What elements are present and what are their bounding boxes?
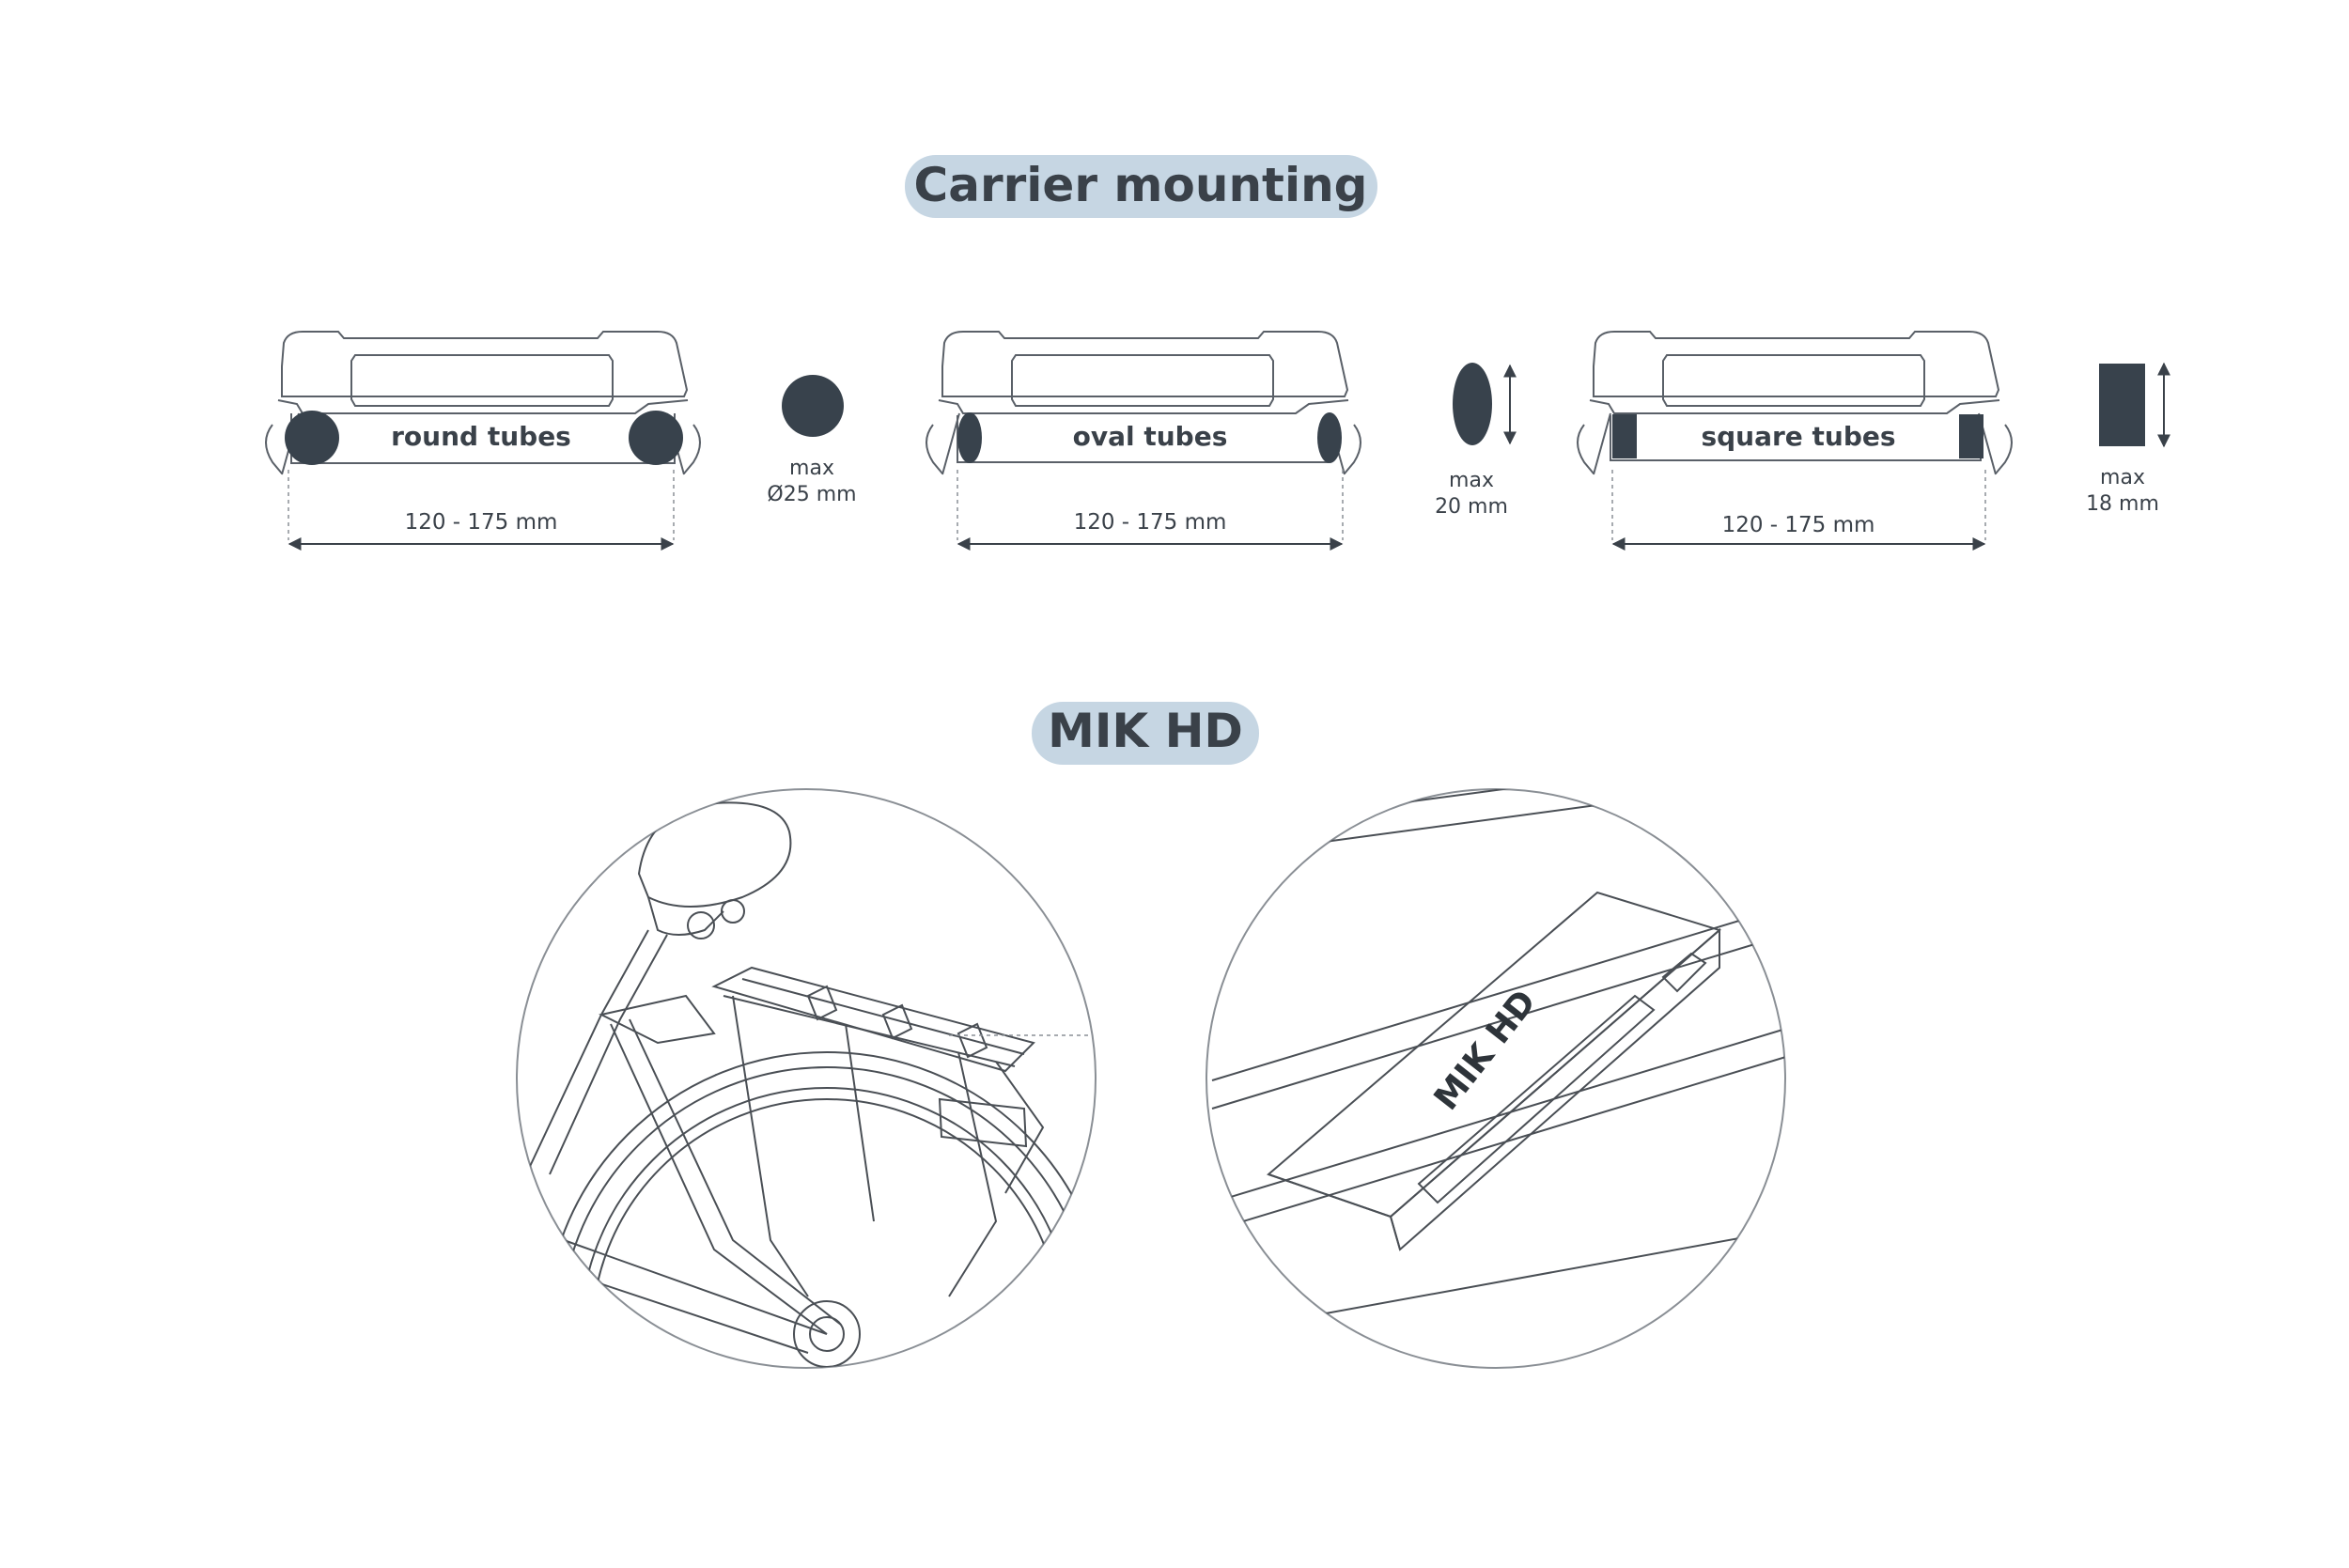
round-tubes-max-label: max <box>789 457 834 480</box>
round-tube-section-left <box>285 411 339 465</box>
bike-carrier-plate-icon <box>926 331 1361 475</box>
round-tubes-width: 120 - 175 mm <box>405 510 558 535</box>
carrier-mounting-heading: Carrier mounting <box>905 155 1377 218</box>
carrier-mounting-title: Carrier mounting <box>914 158 1368 212</box>
oval-tube-section-left <box>957 412 982 463</box>
round-tubes-label: round tubes <box>391 421 571 452</box>
bike-rear-carrier-illustration <box>516 788 1097 1369</box>
mik-hd-plate-closeup: MIK HD <box>1206 788 1786 1369</box>
round-tubes-figure <box>265 331 844 551</box>
square-tubes-max-label: max <box>2100 466 2145 489</box>
square-tubes-label: square tubes <box>1701 421 1895 452</box>
oval-tubes-figure <box>926 331 1517 551</box>
square-tube-section-left <box>1612 414 1637 458</box>
oval-tubes-label: oval tubes <box>1073 421 1228 452</box>
mik-hd-heading: MIK HD <box>1032 702 1259 765</box>
square-tubes-figure <box>1577 331 2170 551</box>
round-tube-section-right <box>629 411 683 465</box>
square-tube-section-right <box>1959 414 1983 458</box>
square-tubes-width: 120 - 175 mm <box>1722 513 1875 537</box>
oval-tube-max-icon <box>1453 363 1492 445</box>
bike-carrier-plate-icon <box>1577 331 2013 475</box>
oval-tube-section-right <box>1317 412 1342 463</box>
square-tube-max-icon <box>2099 364 2145 446</box>
round-tubes-max-value: Ø25 mm <box>767 483 856 506</box>
oval-tubes-max-label: max <box>1449 469 1494 492</box>
round-tube-max-icon <box>782 375 844 437</box>
heading-pill <box>905 155 1377 218</box>
heading-pill <box>1032 702 1259 765</box>
oval-tubes-max-value: 20 mm <box>1435 495 1508 519</box>
square-tubes-max-value: 18 mm <box>2086 492 2159 516</box>
oval-tubes-width: 120 - 175 mm <box>1074 510 1227 535</box>
mik-hd-title: MIK HD <box>1048 704 1243 758</box>
